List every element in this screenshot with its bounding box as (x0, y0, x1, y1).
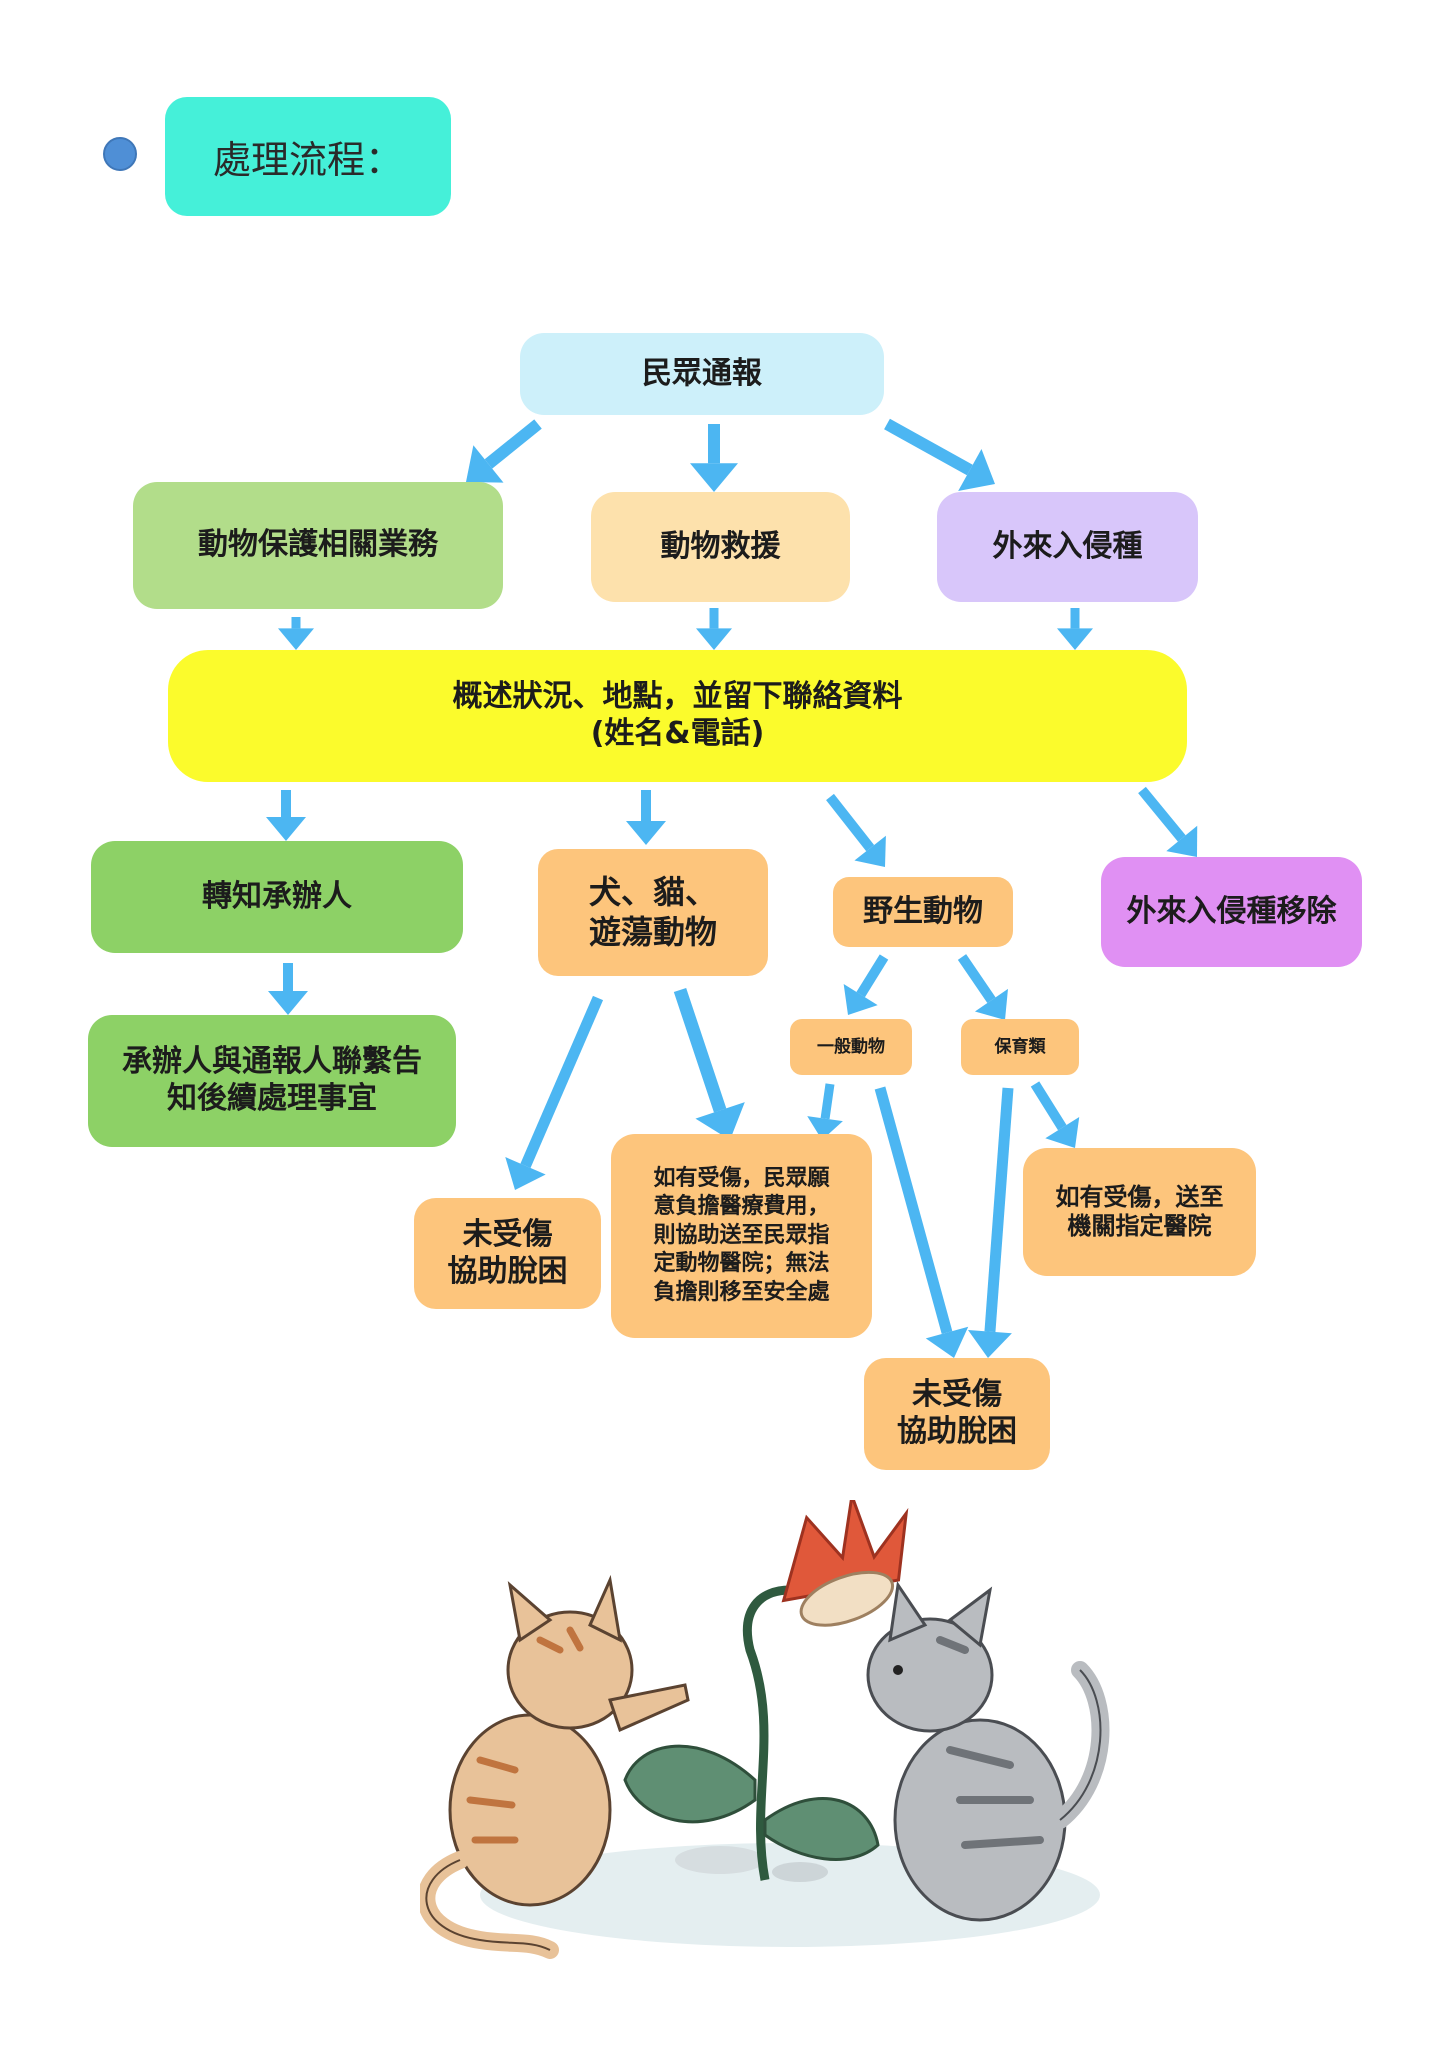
invasive-removal-box: 外來入侵種移除 (1101, 857, 1362, 967)
arrow-report-to-invasive (884, 418, 995, 491)
arrow-general-to-injured (807, 1083, 843, 1140)
arrow-describe-to-strays (626, 790, 666, 845)
arrow-protected-to-protected-injured (1030, 1081, 1080, 1148)
arrow-protection-to-describe (278, 617, 314, 650)
invasive-species-box: 外來入侵種 (937, 492, 1198, 602)
arrow-wildlife-to-protected (957, 954, 1008, 1020)
arrow-describe-to-removal (1138, 786, 1198, 857)
flower-head (781, 1500, 909, 1627)
animal-protection-box: 動物保護相關業務 (133, 482, 503, 609)
strays-box: 犬、貓、 遊蕩動物 (538, 849, 768, 976)
arrow-describe-to-forward (266, 790, 306, 841)
cats-flower-illustration (420, 1500, 1110, 1959)
stone (772, 1862, 828, 1882)
leaf (763, 1796, 880, 1861)
arrow-strays-to-injured (673, 987, 745, 1140)
stray-uninjured-box: 未受傷 協助脫困 (414, 1198, 601, 1309)
flower-stem (742, 1585, 791, 1881)
wildlife-box: 野生動物 (833, 877, 1013, 947)
general-animals-box: 一般動物 (790, 1019, 912, 1075)
forward-officer-box: 轉知承辦人 (91, 841, 463, 953)
animal-rescue-box: 動物救援 (591, 492, 850, 602)
arrow-protected-to-wild-uninjured (968, 1087, 1014, 1358)
left-cat (420, 1574, 690, 1959)
page-title: 處理流程： (165, 97, 451, 216)
arrow-wildlife-to-general (843, 954, 889, 1015)
protected-injured-box: 如有受傷，送至 機關指定醫院 (1023, 1148, 1256, 1276)
officer-followup-box: 承辦人與通報人聯繫告 知後續處理事宜 (88, 1015, 456, 1147)
arrow-report-to-protection (466, 419, 542, 483)
arrow-rescue-to-describe (696, 608, 732, 650)
stray-injured-box: 如有受傷，民眾願 意負擔醫療費用， 則協助送至民眾指 定動物醫院；無法 負擔則移… (611, 1134, 872, 1338)
protected-species-box: 保育類 (961, 1019, 1079, 1075)
arrow-report-to-rescue (690, 424, 738, 492)
leaf (623, 1744, 757, 1824)
arrow-strays-to-uninjured (505, 995, 604, 1190)
report-box: 民眾通報 (520, 333, 884, 415)
arrow-general-to-wild-uninjured (874, 1086, 969, 1358)
describe-box: 概述狀況、地點，並留下聯絡資料 (姓名&電話) (168, 650, 1187, 782)
arrow-describe-to-wildlife (826, 793, 886, 867)
wild-uninjured-box: 未受傷 協助脫困 (864, 1358, 1050, 1470)
stone (675, 1846, 765, 1874)
arrow-invasive-to-describe (1057, 608, 1093, 650)
arrow-forward-to-followup (268, 963, 308, 1015)
bullet-dot (103, 137, 137, 171)
right-cat (866, 1580, 1110, 1922)
